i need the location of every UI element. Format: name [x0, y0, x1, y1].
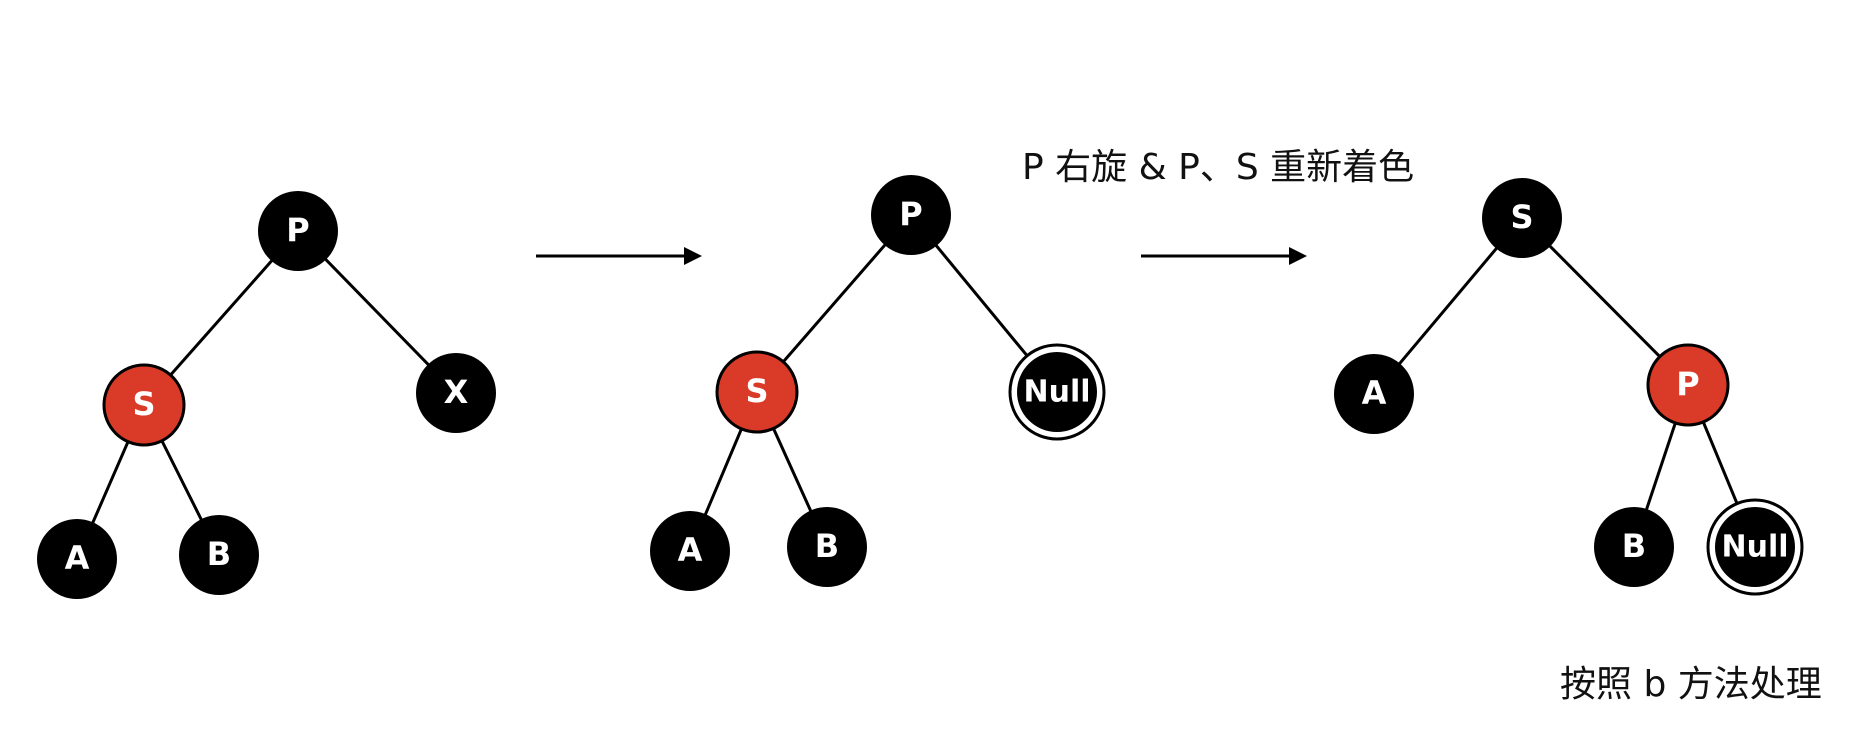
node-t3-N: Null: [1706, 498, 1804, 596]
node-t3-A: A: [1334, 354, 1414, 434]
node-circle: [787, 507, 867, 587]
node-t1-B: B: [179, 515, 259, 595]
node-label: Null: [1023, 375, 1090, 410]
node-circle: [1646, 343, 1730, 427]
node-label: B: [1622, 527, 1646, 565]
node-circle: [1482, 178, 1562, 258]
node-circle: [37, 519, 117, 599]
node-circle: [871, 175, 951, 255]
node-label: S: [132, 385, 155, 423]
arrow-2: [1141, 247, 1307, 265]
node-circle: [715, 350, 799, 434]
node-t3-P: P: [1646, 343, 1730, 427]
node-t3-B: B: [1594, 507, 1674, 587]
node-t2-A: A: [650, 511, 730, 591]
node-label: B: [207, 535, 231, 573]
node-t1-S: S: [102, 363, 186, 447]
node-circle: [650, 511, 730, 591]
node-label: P: [899, 195, 922, 233]
arrows-layer: [536, 247, 1307, 265]
null-node-circle: [1017, 352, 1097, 432]
node-t2-P: P: [871, 175, 951, 255]
node-label: A: [65, 539, 90, 577]
node-circle: [1594, 507, 1674, 587]
node-label: S: [745, 372, 768, 410]
node-t1-A: A: [37, 519, 117, 599]
rotation-caption: P 右旋 & P、S 重新着色: [1022, 147, 1415, 188]
node-t2-S: S: [715, 350, 799, 434]
node-circle: [258, 191, 338, 271]
node-t1-P: P: [258, 191, 338, 271]
node-circle: [102, 363, 186, 447]
node-t2-B: B: [787, 507, 867, 587]
node-label: Null: [1721, 530, 1788, 565]
node-label: A: [678, 531, 703, 569]
node-circle: [416, 353, 496, 433]
node-label: B: [815, 527, 839, 565]
node-t3-S: S: [1482, 178, 1562, 258]
null-node-circle: [1715, 507, 1795, 587]
node-t1-X: X: [416, 353, 496, 433]
node-t2-N: Null: [1008, 343, 1106, 441]
arrow-head: [1289, 247, 1307, 265]
node-label: S: [1510, 198, 1533, 236]
node-circle: [1334, 354, 1414, 434]
next-step-caption: 按照 b 方法处理: [1560, 664, 1822, 705]
tree-1: P S X A B: [37, 191, 496, 599]
edges-layer: [75, 214, 1757, 560]
tree-3: S A P B Null: [1334, 178, 1804, 596]
node-label: A: [1362, 374, 1387, 412]
arrow-1: [536, 247, 702, 265]
node-circle: [179, 515, 259, 595]
node-label: X: [444, 373, 469, 411]
node-label: P: [1676, 365, 1699, 403]
arrow-head: [684, 247, 702, 265]
node-label: P: [286, 211, 309, 249]
